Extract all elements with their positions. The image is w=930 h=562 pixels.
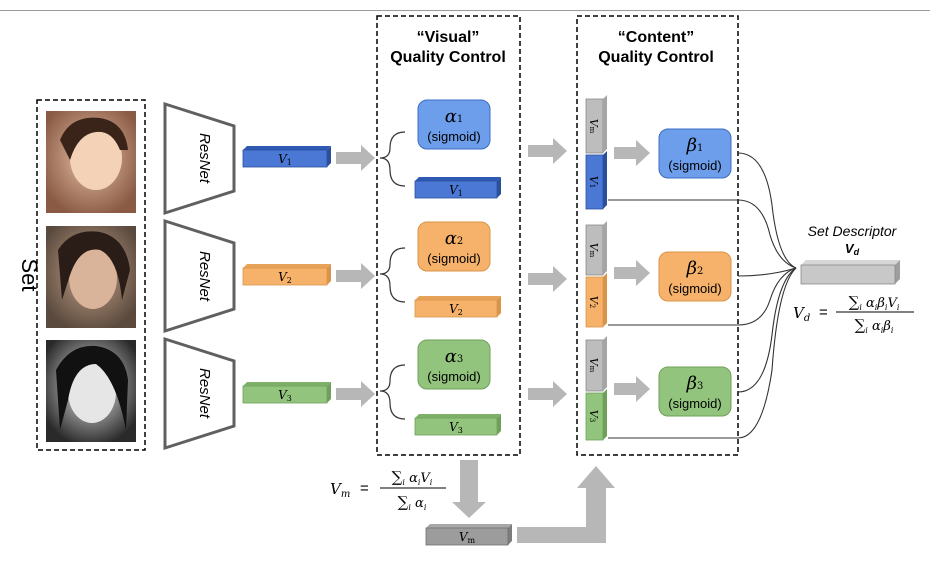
visual-qc-title-2: Quality Control: [390, 49, 506, 66]
content-qc-title-2: Quality Control: [598, 49, 714, 66]
svg-text:=: =: [360, 480, 369, 497]
svg-text:∑i αiβi: ∑i αiβi: [855, 316, 894, 335]
content-qc-box: [576, 15, 739, 456]
svg-text:α2: α2: [445, 228, 464, 249]
svg-text:(sigmoid): (sigmoid): [668, 281, 721, 296]
svg-text:β3: β3: [686, 373, 704, 394]
svg-text:V1: V1: [278, 152, 292, 167]
resnet-block-3: ResNet: [163, 336, 236, 451]
feature-bar-2: V2: [242, 264, 331, 286]
set-box: [36, 99, 146, 451]
svg-text:∑i αiVi: ∑i αiVi: [392, 468, 433, 487]
arrow-down-to-vm: [452, 460, 486, 518]
resnet-label-1: ResNet: [196, 133, 213, 184]
converging-lines: [607, 152, 797, 439]
svg-text:V3: V3: [449, 420, 463, 435]
beta-gate-3: β3 (sigmoid): [658, 366, 732, 417]
alpha-gate-2: α2 (sigmoid): [417, 221, 491, 272]
svg-text:(sigmoid): (sigmoid): [427, 129, 480, 144]
resnet-block-1: ResNet: [163, 101, 236, 216]
svg-text:∑i αiβiVi: ∑i αiβiVi: [849, 293, 900, 312]
resnet-label-2: ResNet: [196, 251, 213, 302]
vm-formula: Vm = ∑i αiVi ∑i αi: [330, 468, 446, 512]
svg-text:V3: V3: [587, 410, 600, 422]
svg-text:Vm: Vm: [459, 530, 476, 545]
alpha-gate-3: α3 (sigmoid): [417, 339, 491, 390]
visual-feature-bar-3: V3: [414, 414, 501, 436]
visual-qc-title-1: “Visual”: [417, 29, 480, 46]
set-descriptor-bar: [800, 260, 900, 285]
arrow-to-visual-qc: [336, 145, 375, 407]
content-pair-3: Vm V3: [585, 336, 607, 441]
svg-text:V2: V2: [449, 302, 463, 317]
vd-formula: Vd = ∑i αiβiVi ∑i αiβi: [793, 293, 914, 335]
beta-gate-1: β1 (sigmoid): [658, 128, 732, 179]
svg-text:∑i αi: ∑i αi: [398, 493, 427, 512]
svg-text:V1: V1: [587, 176, 600, 188]
svg-text:β1: β1: [686, 135, 704, 156]
svg-text:V1: V1: [449, 183, 463, 198]
svg-text:Vm: Vm: [587, 358, 600, 373]
svg-text:(sigmoid): (sigmoid): [427, 251, 480, 266]
feature-bar-1: V1: [242, 146, 331, 168]
svg-text:Vd: Vd: [793, 304, 810, 324]
svg-text:Vm: Vm: [587, 119, 600, 134]
arrow-to-beta: [614, 140, 650, 402]
set-descriptor-symbol: Vd: [845, 241, 860, 257]
vm-bar: Vm: [425, 524, 512, 546]
svg-text:β2: β2: [686, 258, 704, 279]
svg-text:(sigmoid): (sigmoid): [427, 369, 480, 384]
set-descriptor-label: Set Descriptor: [808, 223, 898, 239]
svg-text:V2: V2: [587, 296, 600, 308]
beta-gate-2: β2 (sigmoid): [658, 251, 732, 302]
visual-qc-box: [376, 15, 521, 456]
set-label: Set: [17, 258, 42, 291]
svg-text:Vm: Vm: [587, 243, 600, 258]
content-qc-title-1: “Content”: [618, 29, 694, 46]
svg-text:V2: V2: [278, 270, 292, 285]
resnet-block-2: ResNet: [163, 218, 236, 334]
face-image-1: [46, 111, 136, 213]
svg-text:(sigmoid): (sigmoid): [668, 396, 721, 411]
arrow-elbow-to-content-qc: [517, 466, 615, 543]
top-rule: [0, 10, 930, 11]
svg-text:(sigmoid): (sigmoid): [668, 158, 721, 173]
svg-text:α3: α3: [445, 346, 464, 367]
svg-text:Vm: Vm: [330, 480, 350, 500]
face-image-2: [46, 226, 136, 328]
svg-text:α1: α1: [445, 106, 464, 127]
resnet-label-3: ResNet: [196, 368, 213, 419]
svg-text:V3: V3: [278, 388, 292, 403]
alpha-gate-1: α1 (sigmoid): [417, 99, 491, 150]
content-pair-1: Vm V1: [585, 95, 607, 210]
feature-bar-3: V3: [242, 382, 331, 404]
visual-feature-bar-2: V2: [414, 296, 501, 318]
face-image-3: [46, 340, 136, 442]
content-pair-2: Vm V2: [585, 221, 607, 328]
arrow-to-content-qc: [528, 138, 567, 407]
brace-group: [379, 131, 406, 420]
visual-feature-bar-1: V1: [414, 177, 501, 199]
svg-text:=: =: [819, 304, 828, 321]
